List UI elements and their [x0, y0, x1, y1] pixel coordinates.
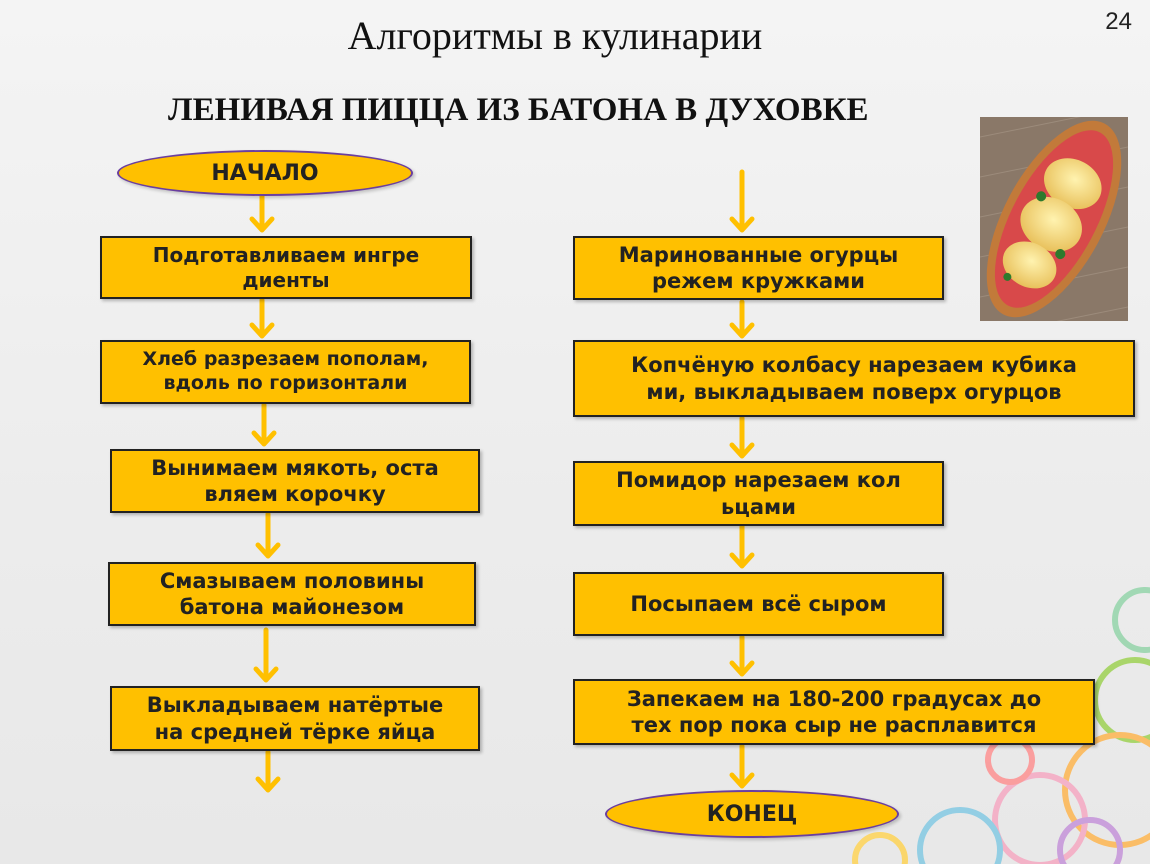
end-node: КОНЕЦ — [605, 790, 899, 838]
flow-arrow — [255, 749, 281, 793]
flow-arrow — [729, 523, 755, 569]
flow-arrow — [253, 627, 279, 683]
flow-arrow — [729, 169, 755, 233]
flow-arrow — [251, 402, 277, 447]
step-add-cheese: Посыпаем всё сыром — [573, 572, 944, 636]
pizza-baton-photo — [980, 117, 1128, 321]
slide-title: Алгоритмы в кулинарии — [347, 13, 763, 58]
recipe-title: ЛЕНИВАЯ ПИЦЦА ИЗ БАТОНА В ДУХОВКЕ — [168, 92, 869, 128]
flow-arrow — [729, 415, 755, 459]
start-node: НАЧАЛО — [117, 150, 413, 196]
flow-arrow — [255, 511, 281, 559]
flow-arrow — [729, 743, 755, 789]
flow-arrow — [249, 193, 275, 233]
flow-arrow — [249, 297, 275, 339]
flow-arrow — [729, 299, 755, 339]
flow-arrow — [729, 634, 755, 677]
step-cut-bread: Хлеб разрезаем пополам,вдоль по горизонт… — [100, 340, 471, 404]
page-number: 24 — [1105, 8, 1132, 35]
